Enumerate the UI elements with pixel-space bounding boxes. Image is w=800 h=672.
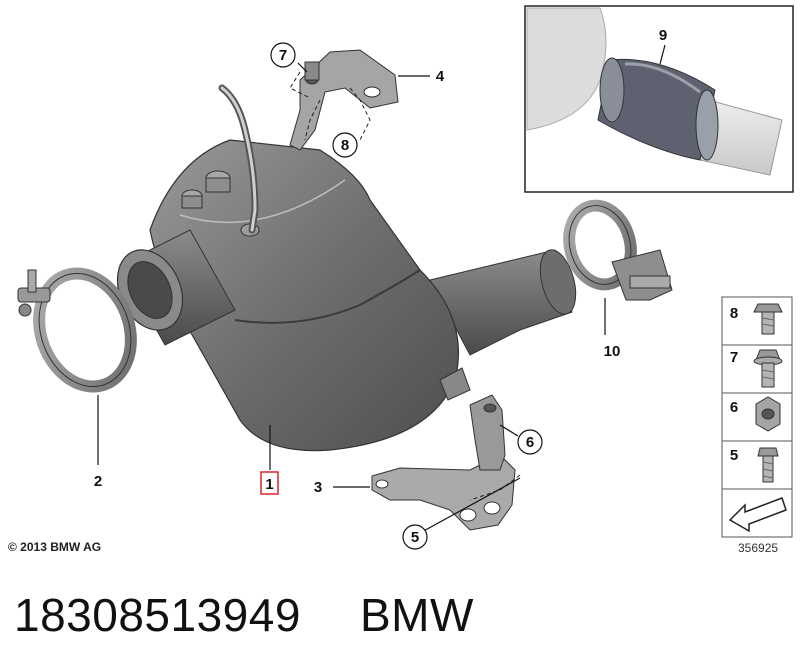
legend-6-label: 6 bbox=[730, 399, 738, 416]
legend-item-5: 5 bbox=[730, 447, 779, 483]
inset-detail-box: 9 bbox=[524, 5, 794, 193]
particulate-filter bbox=[116, 84, 577, 452]
legend-item-7: 7 bbox=[730, 349, 783, 388]
flange-clamp bbox=[17, 267, 137, 393]
brand-name: BMW bbox=[360, 589, 474, 641]
legend-7-label: 7 bbox=[730, 349, 738, 366]
callout-6: 6 bbox=[517, 429, 543, 455]
legend-item-6: 6 bbox=[730, 396, 781, 432]
legend-item-8: 8 bbox=[730, 303, 783, 335]
bolt-icon bbox=[753, 303, 783, 335]
callout-8-label: 8 bbox=[341, 137, 349, 154]
direction-arrow-icon bbox=[728, 497, 787, 533]
callout-9-label: 9 bbox=[659, 27, 667, 44]
callout-6-label: 6 bbox=[526, 434, 534, 451]
callout-7: 7 bbox=[270, 42, 296, 68]
callout-5-label: 5 bbox=[411, 529, 419, 546]
callout-10-label: 10 bbox=[604, 343, 621, 360]
copyright-text: © 2013 BMW AG bbox=[8, 540, 102, 554]
legend-8-label: 8 bbox=[730, 305, 738, 322]
callout-8: 8 bbox=[332, 132, 358, 158]
callout-3-label: 3 bbox=[314, 479, 322, 496]
upper-bracket bbox=[289, 49, 399, 151]
highlight-box bbox=[260, 471, 279, 495]
callout-1: 1 bbox=[260, 471, 279, 495]
diagram-reference-number: 356925 bbox=[738, 541, 779, 555]
callout-5: 5 bbox=[402, 524, 428, 550]
callout-7-label: 7 bbox=[279, 47, 287, 64]
stud-bolt-icon bbox=[757, 447, 779, 483]
part-number: 18308513949 bbox=[14, 589, 301, 641]
flex-coupling bbox=[597, 57, 719, 161]
callout-1-label: 1 bbox=[265, 476, 273, 493]
callout-4-label: 4 bbox=[436, 68, 445, 85]
legend-5-label: 5 bbox=[730, 447, 738, 464]
flange-bolt-icon bbox=[753, 349, 783, 388]
hex-nut-icon bbox=[755, 396, 781, 432]
callout-2-label: 2 bbox=[94, 473, 102, 490]
lower-bracket bbox=[371, 394, 516, 531]
leader-lines bbox=[97, 62, 606, 534]
hardware-legend: 8 7 6 5 bbox=[721, 296, 793, 538]
band-clamp bbox=[563, 199, 673, 301]
